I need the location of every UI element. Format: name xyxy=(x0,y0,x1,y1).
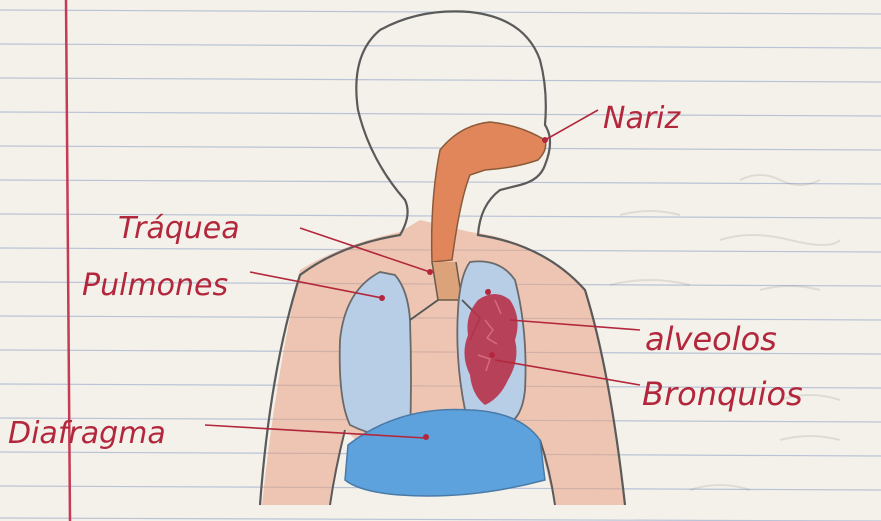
trachea xyxy=(432,262,462,300)
label-alveolos: alveolos xyxy=(645,320,777,358)
label-pulmones: Pulmones xyxy=(82,268,228,303)
label-diafragma: Diafragma xyxy=(8,416,166,451)
label-traquea: Tráquea xyxy=(118,211,240,246)
label-bronquios: Bronquios xyxy=(642,375,803,413)
label-nariz: Nariz xyxy=(603,101,681,136)
